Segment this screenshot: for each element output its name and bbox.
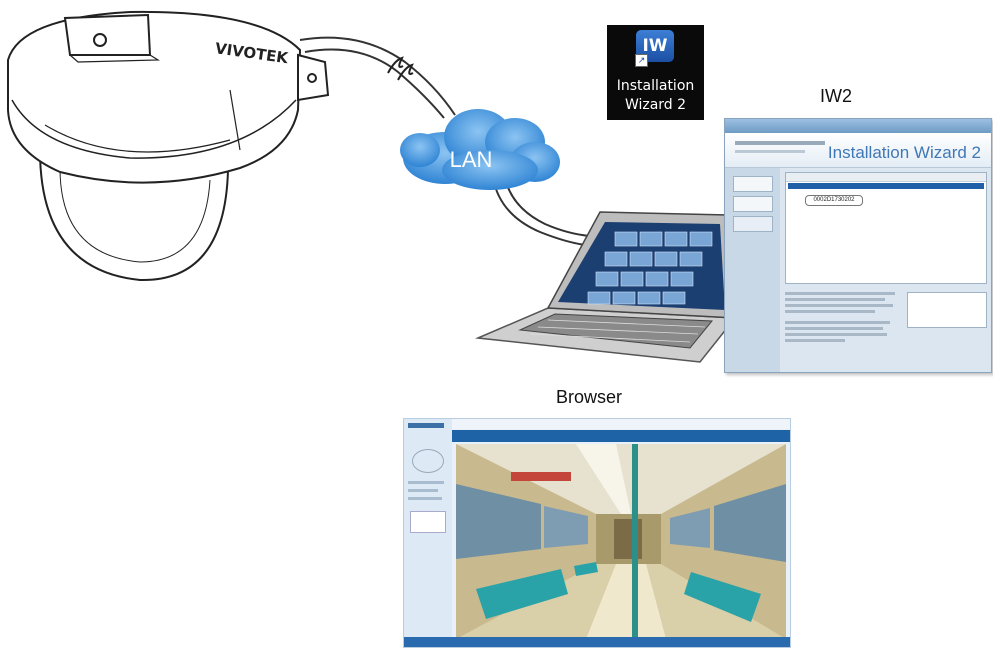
lan-label: LAN <box>450 147 493 172</box>
laptop <box>478 212 735 362</box>
browser-caption: Browser <box>556 387 622 408</box>
iw2-legend-box <box>907 292 987 328</box>
iw2-mac-tooltip: 0002D1730202 <box>805 195 863 206</box>
iw2-brand-title: Installation Wizard 2 <box>828 143 981 163</box>
iw2-titlebar <box>725 119 991 133</box>
iw2-window-screenshot: Installation Wizard 2 0002D1730202 <box>724 118 992 373</box>
iw2-device-list <box>785 172 987 284</box>
iw2-caption: IW2 <box>820 86 852 107</box>
browser-sidebar <box>404 419 452 647</box>
shortcut-label-line1: Installation <box>607 77 704 96</box>
iw2-info-text <box>785 289 900 369</box>
browser-window-screenshot <box>403 418 791 648</box>
shortcut-label-line2: Wizard 2 <box>607 96 704 115</box>
shortcut-arrow-icon: ↗ <box>635 54 648 67</box>
installation-wizard-shortcut-icon[interactable]: IW ↗ Installation Wizard 2 <box>607 25 704 120</box>
browser-live-view <box>456 444 786 639</box>
iw2-sidebar-button <box>733 216 773 232</box>
iw2-header: Installation Wizard 2 <box>725 133 991 168</box>
iw2-selected-device-row <box>788 183 984 189</box>
iw2-sidebar-button <box>733 176 773 192</box>
browser-title-bar <box>452 430 790 442</box>
lan-cloud: LAN <box>400 109 560 190</box>
iw2-sidebar <box>725 168 780 372</box>
iw2-sidebar-button <box>733 196 773 212</box>
